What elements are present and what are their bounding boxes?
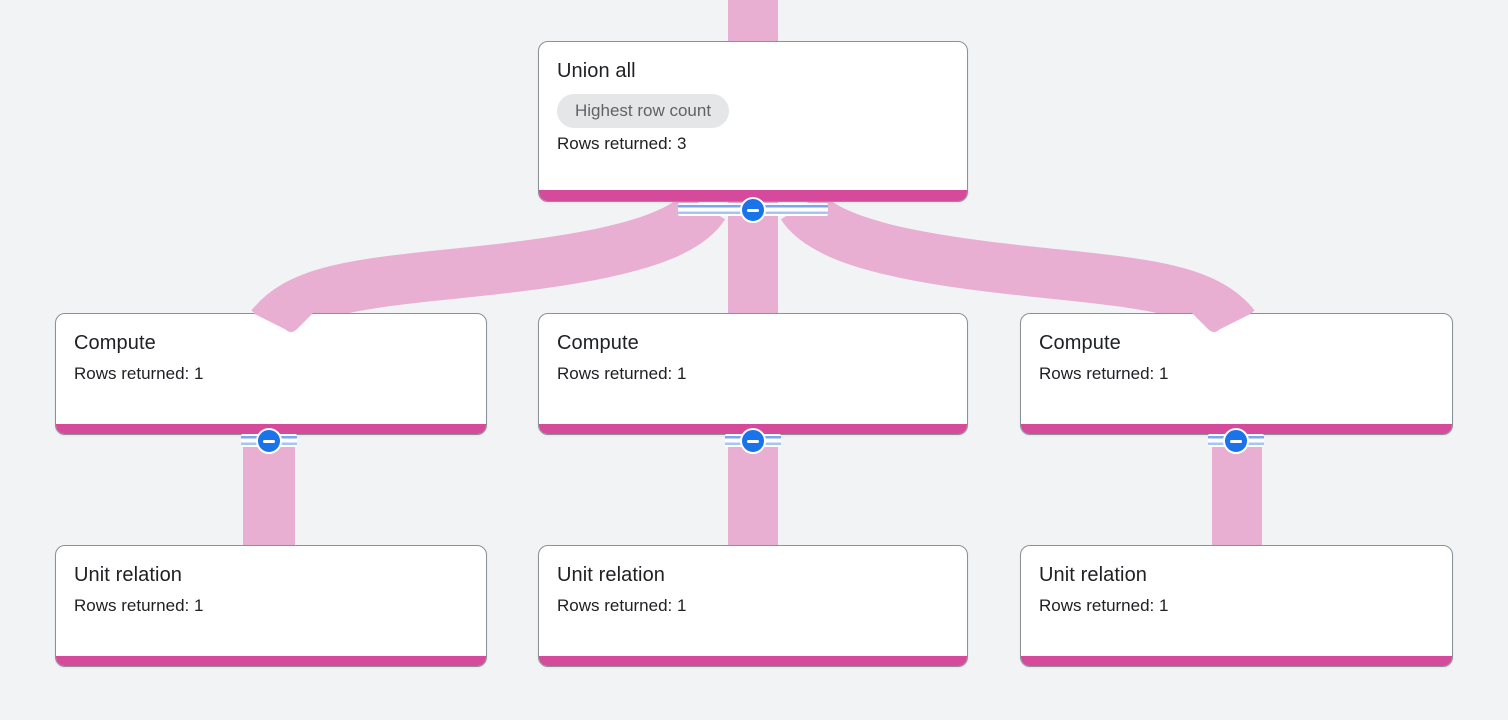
minus-icon (747, 208, 759, 212)
highest-row-count-badge: Highest row count (557, 94, 730, 128)
edge-union-output (728, 0, 778, 44)
node-bottom-bar (539, 656, 967, 666)
node-title: Unit relation (74, 564, 183, 586)
node-title: Compute (557, 332, 639, 354)
node-compute-left[interactable]: Compute Rows returned: 1 (55, 313, 487, 435)
collapse-toggle-compute-left[interactable] (256, 428, 282, 454)
rows-returned-label: Rows returned: 1 (557, 596, 687, 615)
node-union-all[interactable]: Union all Highest row count Rows returne… (538, 41, 968, 202)
node-title: Compute (74, 332, 156, 354)
edge-compute-left-to-unit (243, 440, 295, 548)
rows-returned-label: Rows returned: 3 (557, 134, 687, 153)
minus-icon (263, 439, 275, 443)
rows-returned-label: Rows returned: 1 (557, 364, 687, 383)
rows-returned-label: Rows returned: 1 (1039, 596, 1169, 615)
node-unit-relation-center[interactable]: Unit relation Rows returned: 1 (538, 545, 968, 667)
rows-returned-label: Rows returned: 1 (74, 364, 204, 383)
edge-union-to-compute-left (251, 190, 726, 343)
collapse-toggle-compute-center[interactable] (740, 428, 766, 454)
node-title: Compute (1039, 332, 1121, 354)
collapse-toggle-union-all[interactable] (740, 197, 766, 223)
edge-union-to-compute-right (780, 190, 1255, 343)
node-compute-right[interactable]: Compute Rows returned: 1 (1020, 313, 1453, 435)
collapse-toggle-compute-right[interactable] (1223, 428, 1249, 454)
minus-icon (1230, 439, 1242, 443)
node-title: Union all (557, 60, 636, 82)
edge-compute-center-to-unit (728, 440, 778, 548)
node-bottom-bar (539, 190, 967, 201)
node-unit-relation-right[interactable]: Unit relation Rows returned: 1 (1020, 545, 1453, 667)
node-bottom-bar (1021, 656, 1452, 666)
node-title: Unit relation (1039, 564, 1148, 586)
node-bottom-bar (56, 656, 486, 666)
edge-compute-right-to-unit (1212, 440, 1262, 548)
node-compute-center[interactable]: Compute Rows returned: 1 (538, 313, 968, 435)
minus-icon (747, 439, 759, 443)
node-title: Unit relation (557, 564, 666, 586)
rows-returned-label: Rows returned: 1 (1039, 364, 1169, 383)
node-unit-relation-left[interactable]: Unit relation Rows returned: 1 (55, 545, 487, 667)
rows-returned-label: Rows returned: 1 (74, 596, 204, 615)
